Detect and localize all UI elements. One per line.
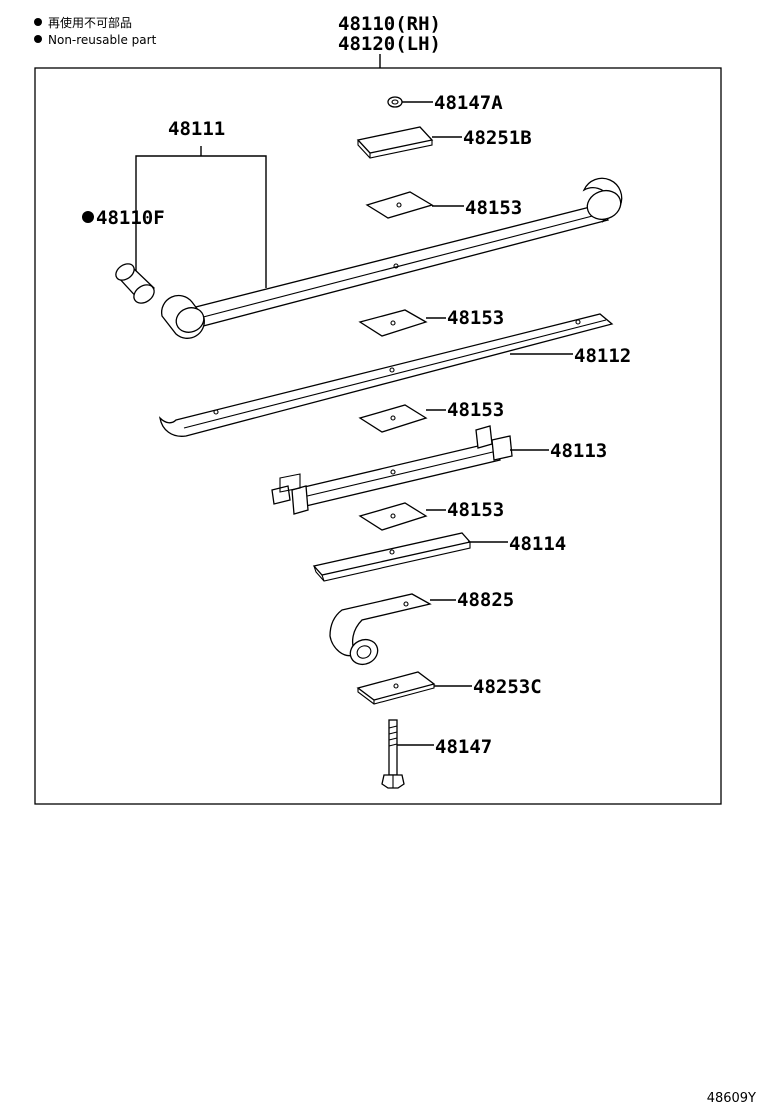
- legend-ja-text: 再使用不可部品: [48, 16, 133, 30]
- label-48153-d: 48153: [447, 499, 504, 521]
- label-48153-c: 48153: [447, 399, 504, 421]
- part-48153-pad-d: [358, 502, 428, 531]
- label-48111: 48111: [168, 118, 225, 140]
- diagram-id: 48609Y: [706, 1091, 756, 1106]
- part-main-leaf: [160, 177, 623, 339]
- assembly-number-lh: 48120(LH): [338, 33, 441, 55]
- part-48113-leaf: [271, 425, 513, 515]
- label-48113: 48113: [550, 440, 607, 462]
- label-48112: 48112: [574, 345, 631, 367]
- part-48153-pad-b: [358, 309, 428, 337]
- part-48251b-plate: [356, 126, 434, 159]
- label-48147a: 48147A: [434, 92, 503, 114]
- part-48825-bracket: [329, 593, 432, 666]
- label-48153-b: 48153: [447, 307, 504, 329]
- legend-non-reusable-en: Non-reusable part: [34, 33, 156, 47]
- part-48153-pad-a: [365, 191, 434, 219]
- non-reusable-dot-icon: [34, 18, 42, 26]
- part-48110f-bushing: [115, 263, 155, 304]
- bracket-48111: [135, 146, 267, 288]
- label-48153-a: 48153: [465, 197, 522, 219]
- label-48825: 48825: [457, 589, 514, 611]
- non-reusable-dot-icon: [34, 35, 42, 43]
- legend-non-reusable-ja: 再使用不可部品: [34, 14, 132, 31]
- label-48253c: 48253C: [473, 676, 542, 698]
- legend-en-text: Non-reusable part: [48, 33, 157, 47]
- part-48147-bolt: [381, 719, 405, 789]
- part-48253c-plate: [356, 671, 436, 705]
- part-48153-pad-c: [358, 404, 428, 433]
- part-48114-leaf: [312, 532, 472, 582]
- label-48114: 48114: [509, 533, 566, 555]
- part-48112-leaf: [159, 313, 614, 437]
- assembly-number-rh: 48110(RH): [338, 13, 441, 35]
- label-48110f: 48110F: [96, 207, 165, 229]
- label-48147: 48147: [435, 736, 492, 758]
- part-48147a-nut: [387, 96, 403, 108]
- label-48251b: 48251B: [463, 127, 532, 149]
- non-reusable-marker-icon: [82, 211, 94, 223]
- diagram-frame: [34, 67, 722, 805]
